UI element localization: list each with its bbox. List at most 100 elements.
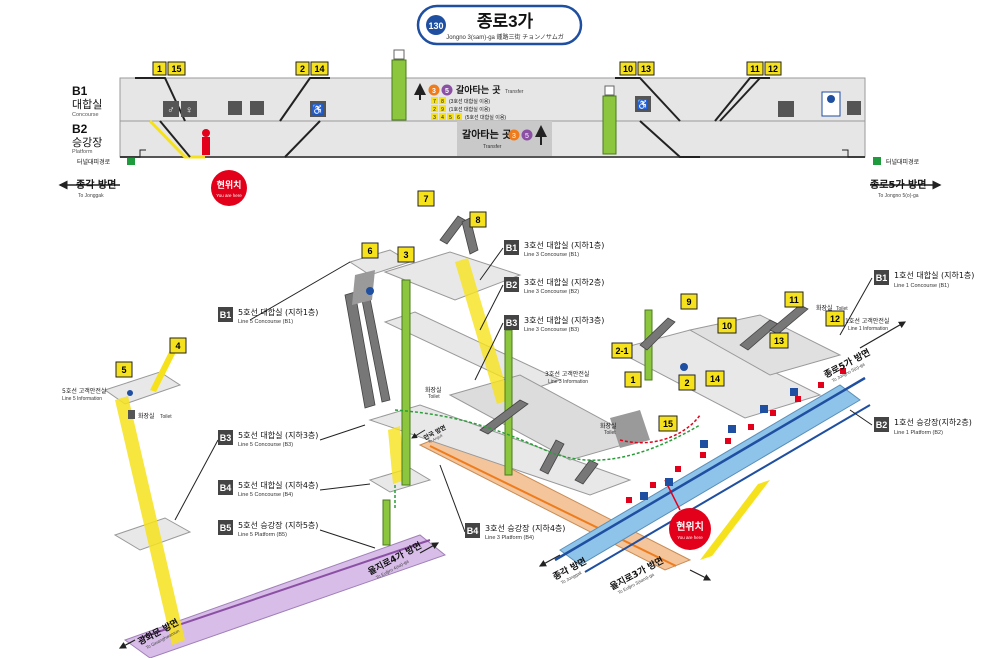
- svg-text:7: 7: [433, 99, 436, 105]
- exit-tags-iso: 7 8 6 3 9 2-1 1 2 14 15 10 11 13 12 4 5: [115, 190, 845, 432]
- svg-text:To Anguk: To Anguk: [428, 433, 444, 444]
- elevator-icon: [382, 499, 391, 546]
- svg-text:3호선 고객안전실: 3호선 고객안전실: [545, 370, 589, 378]
- svg-text:5호선 고객안전실: 5호선 고객안전실: [62, 387, 106, 395]
- svg-text:B4: B4: [467, 526, 479, 536]
- exit-tag-10-13: 10 13: [619, 61, 655, 76]
- svg-text:14: 14: [314, 64, 324, 74]
- svg-text:6: 6: [367, 246, 372, 256]
- escalator-icon: [250, 101, 264, 115]
- svg-text:Line 1 Platform (B2): Line 1 Platform (B2): [894, 430, 943, 436]
- elevator-icon: [602, 95, 617, 155]
- svg-text:2-1: 2-1: [615, 346, 628, 356]
- svg-text:3호선 대합실 (지하2층): 3호선 대합실 (지하2층): [524, 277, 604, 287]
- transfer-route: [619, 414, 701, 444]
- svg-text:5: 5: [121, 365, 126, 375]
- station-header: 130 종로3가 Jongno 3(sam)-ga 鍾路三街 チョンノサムガ: [416, 4, 583, 46]
- svg-text:8: 8: [441, 99, 444, 105]
- svg-text:You are here: You are here: [677, 535, 703, 540]
- svg-text:15: 15: [663, 419, 673, 429]
- svg-text:B1: B1: [220, 310, 232, 320]
- svg-text:♀: ♀: [185, 105, 193, 116]
- line5-platform: [123, 534, 447, 658]
- svg-text:5호선 대합실 (지하3층): 5호선 대합실 (지하3층): [238, 430, 318, 440]
- info-labels: 5호선 고객안전실 Line 5 Information 3호선 고객안전실 L…: [62, 287, 889, 402]
- svg-text:3호선 승강장 (지하4층): 3호선 승강장 (지하4층): [485, 523, 565, 533]
- svg-text:5호선 대합실 (지하1층): 5호선 대합실 (지하1층): [238, 307, 318, 317]
- svg-text:B5: B5: [220, 523, 232, 533]
- toilet-icon: ♀: [181, 101, 197, 117]
- svg-text:12: 12: [830, 314, 840, 324]
- svg-text:1호선 대합실 (지하1층): 1호선 대합실 (지하1층): [894, 270, 974, 280]
- exit-tag-11-12: 11 12: [746, 61, 782, 76]
- svg-text:7: 7: [423, 194, 428, 204]
- svg-text:화장실: 화장실: [600, 422, 617, 430]
- wheelchair-icon: ♿: [310, 101, 326, 117]
- svg-text:(3호선 대합실 이용): (3호선 대합실 이용): [449, 98, 490, 105]
- svg-text:5: 5: [449, 115, 452, 121]
- svg-text:B1: B1: [876, 273, 888, 283]
- svg-text:13: 13: [774, 336, 784, 346]
- svg-text:1호선 승강장(지하2층): 1호선 승강장(지하2층): [894, 417, 972, 427]
- svg-text:B2: B2: [876, 420, 888, 430]
- svg-text:Line 3 Concourse (B1): Line 3 Concourse (B1): [524, 252, 579, 258]
- toilet-labels: 화장실 Toilet 화장실 Toilet 화장실 Toilet 화장실 Toi…: [128, 304, 848, 436]
- line5-transfer-passage: [115, 396, 185, 645]
- dir-right: 종로5가 방면: [870, 178, 926, 191]
- wheelchair-icon: ♿: [635, 96, 651, 112]
- transfer-label-b2: 갈아타는 곳: [462, 128, 511, 141]
- svg-text:10: 10: [722, 321, 732, 331]
- station-name: 종로3가: [477, 12, 534, 31]
- stairs-icon: [610, 410, 650, 448]
- svg-text:♿: ♿: [637, 98, 649, 111]
- transfer-route: [394, 409, 701, 461]
- svg-text:Toilet: Toilet: [428, 394, 440, 400]
- toilet-icon: ♂: [163, 101, 179, 117]
- svg-text:3: 3: [512, 133, 516, 140]
- info-icon: [366, 287, 374, 295]
- transfer-label: 갈아타는 곳: [456, 84, 501, 96]
- svg-text:B1: B1: [506, 243, 518, 253]
- line3-concourse-b1: [383, 251, 522, 301]
- svg-text:11: 11: [750, 64, 760, 74]
- svg-text:화장실: 화장실: [816, 304, 833, 312]
- svg-text:B2: B2: [506, 280, 518, 290]
- exit-tag-2-14: 2 14: [295, 61, 329, 76]
- platform-icons: [640, 388, 798, 500]
- evac-left: 터널대피경로: [77, 158, 111, 166]
- level-labels: B1 3호선 대합실 (지하1층) Line 3 Concourse (B1) …: [174, 240, 974, 549]
- elevator-icon: [504, 329, 513, 476]
- transfer-label-en: Transfer: [505, 89, 524, 95]
- exit-markers: [626, 368, 846, 503]
- svg-text:3호선 대합실 (지하1층): 3호선 대합실 (지하1층): [524, 240, 604, 250]
- svg-text:1: 1: [157, 64, 162, 74]
- svg-text:B3: B3: [506, 318, 518, 328]
- svg-text:4: 4: [175, 341, 180, 351]
- isometric-view: 현위치 You are here 7 8 6 3 9 2-1 1 2 14 15…: [62, 190, 974, 658]
- svg-text:현위치: 현위치: [217, 179, 242, 191]
- svg-text:9: 9: [686, 297, 691, 307]
- svg-text:13: 13: [641, 64, 651, 74]
- svg-text:현위치: 현위치: [676, 520, 704, 533]
- person-marker: [202, 137, 210, 155]
- svg-text:You are here: You are here: [216, 193, 242, 198]
- elevator-icon: [391, 59, 407, 121]
- svg-text:Line 5 Concourse (B3): Line 5 Concourse (B3): [238, 442, 293, 448]
- svg-text:화장실: 화장실: [425, 386, 442, 394]
- escalator-icon: [228, 101, 242, 115]
- station-number: 130: [428, 21, 443, 31]
- svg-text:To Jonggak: To Jonggak: [78, 193, 104, 199]
- you-are-here-badge-iso: [669, 508, 711, 550]
- station-number-badge: [426, 15, 446, 35]
- svg-text:12: 12: [768, 64, 778, 74]
- svg-text:11: 11: [789, 295, 799, 305]
- svg-text:Toilet: Toilet: [604, 430, 616, 436]
- svg-text:To Jongno 5(o)-ga: To Jongno 5(o)-ga: [878, 193, 919, 199]
- info-icon: [821, 91, 841, 117]
- svg-text:3: 3: [433, 115, 436, 121]
- line5-badge: [441, 84, 453, 96]
- b1-code: B1: [72, 84, 88, 98]
- info-icon: [680, 363, 688, 371]
- svg-text:Transfer: Transfer: [483, 144, 502, 150]
